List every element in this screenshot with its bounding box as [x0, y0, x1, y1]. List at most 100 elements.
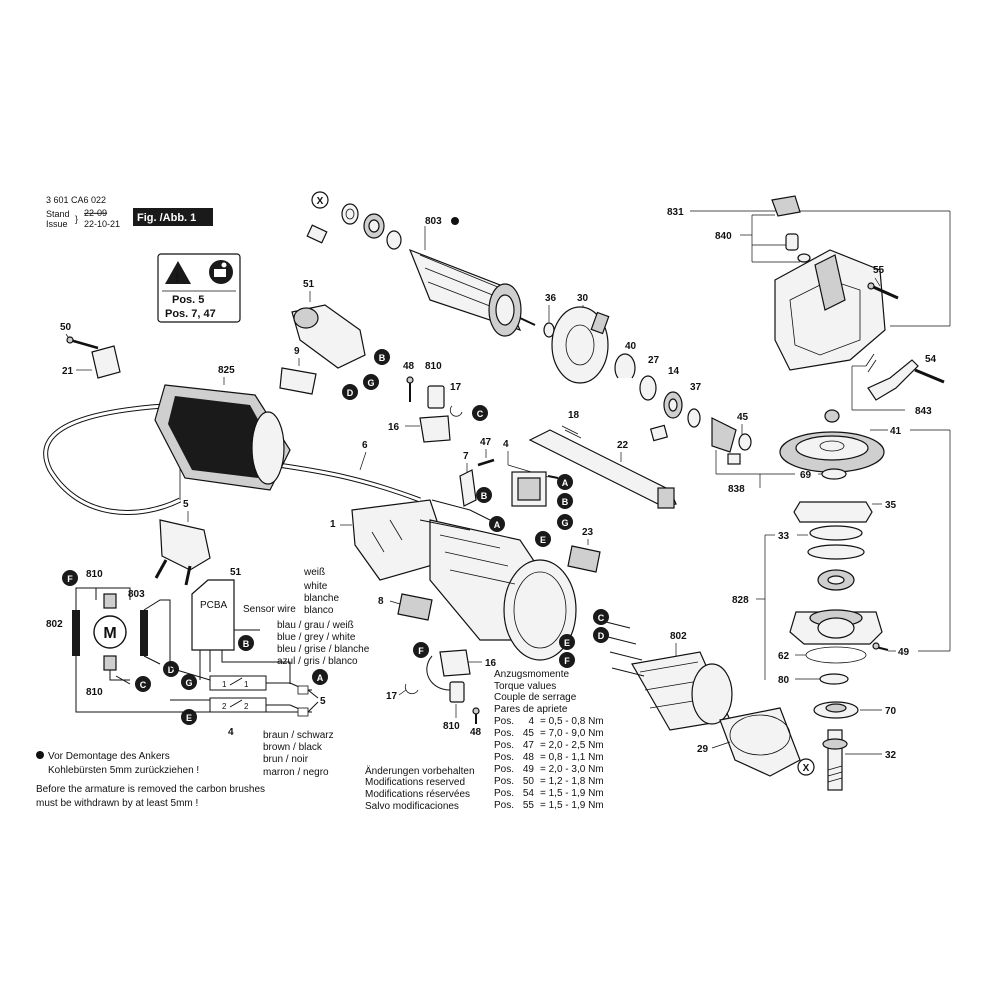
- schem-803: 803: [128, 589, 145, 600]
- switch-parts: 51 9 48 810 17 16 18 22 47 7 4 23: [279, 279, 677, 573]
- color-blue-de: blau / grau / weiß: [277, 620, 354, 631]
- svg-text:47: 47: [523, 740, 535, 751]
- svg-text:Pos.: Pos.: [494, 716, 514, 727]
- svg-text:Pos.: Pos.: [494, 740, 514, 751]
- warning-line-2: Pos. 7, 47: [165, 308, 216, 320]
- torque-row: Pos. 47 = 2,0 - 2,5 Nm: [494, 740, 604, 751]
- svg-text:49: 49: [523, 764, 535, 775]
- label-16-top: 16: [388, 422, 400, 433]
- sensor-plate: [279, 367, 317, 395]
- svg-text:2: 2: [244, 702, 249, 711]
- svg-text:Pos.: Pos.: [494, 728, 514, 739]
- notes-block: Vor Demontage des Ankers Kohlebürsten 5m…: [36, 751, 475, 812]
- torque-row: Pos. 50 = 1,2 - 1,8 Nm: [494, 776, 604, 787]
- svg-text:E: E: [564, 638, 570, 648]
- label-23: 23: [582, 527, 594, 538]
- torque-row: Pos. 54 = 1,5 - 1,9 Nm: [494, 788, 604, 799]
- sensor-wire-label: Sensor wire: [243, 604, 296, 615]
- svg-text:B: B: [243, 639, 250, 649]
- torque-row: Pos. 4 = 0,5 - 0,8 Nm: [494, 716, 604, 727]
- note-en-1: Before the armature is removed the carbo…: [36, 784, 265, 795]
- stand-date: 22-09: [84, 208, 107, 218]
- svg-text:F: F: [564, 656, 570, 666]
- svg-text:= 2,0 - 2,5 Nm: = 2,0 - 2,5 Nm: [540, 740, 604, 751]
- armature-assembly: X 803: [306, 191, 536, 337]
- svg-text:D: D: [168, 665, 175, 675]
- motor-symbol: [93, 615, 127, 649]
- label-80: 80: [778, 675, 790, 686]
- color-brown-fr: brun / noir: [263, 754, 309, 765]
- label-4: 4: [503, 439, 509, 450]
- svg-text:Pos.: Pos.: [494, 776, 514, 787]
- label-36: 36: [545, 293, 557, 304]
- ring-2: [386, 230, 402, 250]
- svg-text:48: 48: [523, 752, 535, 763]
- svg-text:= 1,5 - 1,9 Nm: = 1,5 - 1,9 Nm: [540, 788, 604, 799]
- svg-text:B: B: [379, 353, 386, 363]
- label-37: 37: [690, 382, 702, 393]
- svg-text:E: E: [186, 713, 192, 723]
- color-white-fr: blanche: [304, 593, 339, 604]
- svg-text:D: D: [347, 388, 354, 398]
- note-de-2: Kohlebürsten 5mm zurückziehen !: [48, 765, 199, 776]
- label-plate: [397, 593, 433, 621]
- marker-x: [311, 191, 329, 209]
- torque-table: Anzugsmomente Torque values Couple de se…: [494, 669, 604, 811]
- gear-set: 45 69 838 35: [711, 409, 897, 523]
- label-40: 40: [625, 341, 637, 352]
- field-coil-right: [140, 610, 148, 656]
- part-number: 3 601 CA6 022: [46, 195, 106, 205]
- color-white-de: weiß: [303, 567, 325, 578]
- label-9: 9: [294, 346, 300, 357]
- label-16-bottom: 16: [485, 658, 497, 669]
- torque-row: Pos. 55 = 1,5 - 1,9 Nm: [494, 800, 604, 811]
- svg-text:A: A: [317, 673, 324, 683]
- svg-text:G: G: [185, 678, 192, 688]
- pcba-box: [191, 579, 235, 651]
- label-27: 27: [648, 355, 660, 366]
- schem-51: 51: [230, 567, 242, 578]
- svg-text:Pos.: Pos.: [494, 764, 514, 775]
- marker-x-2-label: X: [803, 763, 810, 774]
- svg-text:C: C: [598, 613, 605, 623]
- label-62: 62: [778, 651, 790, 662]
- svg-text:= 0,8 - 1,1 Nm: = 0,8 - 1,1 Nm: [540, 752, 604, 763]
- brush-holder-2: [439, 649, 471, 677]
- svg-text:Pos.: Pos.: [494, 800, 514, 811]
- torque-title-es: Pares de apriete: [494, 704, 568, 715]
- switch-lock: [567, 545, 601, 573]
- torque-title-en: Torque values: [494, 681, 556, 692]
- protection-guard: [719, 707, 801, 777]
- label-29: 29: [697, 744, 709, 755]
- svg-text:= 7,0 - 9,0 Nm: = 7,0 - 9,0 Nm: [540, 728, 604, 739]
- switch-rod: [528, 429, 677, 507]
- label-825: 825: [218, 365, 235, 376]
- bearing-flange-stack: 33 828 49 62 80 70 32: [732, 430, 951, 791]
- label-32: 32: [885, 750, 897, 761]
- lower-brush-parts: 16 17 810 48: [386, 649, 497, 738]
- schem-810-top: 810: [86, 569, 103, 580]
- label-17-top: 17: [450, 382, 462, 393]
- label-803: 803: [425, 216, 442, 227]
- label-840: 840: [715, 231, 732, 242]
- cable-sleeve: 825 50 21: [60, 322, 291, 491]
- schem-810-bottom: 810: [86, 687, 103, 698]
- changes-de: Änderungen vorbehalten: [365, 765, 475, 777]
- schem-5: 5: [320, 696, 326, 707]
- label-49: 49: [898, 647, 910, 658]
- marker-x-label: X: [317, 196, 324, 207]
- color-white-en: white: [303, 581, 328, 592]
- figure-label-box: [133, 208, 213, 226]
- carbon-brush-2: [449, 681, 465, 703]
- changes-es: Salvo modificaciones: [365, 801, 459, 812]
- color-blue-fr: bleu / grise / blanche: [277, 644, 370, 655]
- wiring-schematic: 810 803 802 810 F C D G E B A M PCBA 51 …: [46, 567, 370, 778]
- torque-row: Pos. 49 = 2,0 - 3,0 Nm: [494, 764, 604, 775]
- color-blue-es: azul / gris / blanco: [277, 656, 358, 667]
- svg-text:G: G: [561, 518, 568, 528]
- torque-row: Pos. 48 = 0,8 - 1,1 Nm: [494, 752, 604, 763]
- motor-housing: 1 8: [330, 499, 577, 661]
- svg-text:F: F: [418, 646, 424, 656]
- label-5-top: 5: [183, 499, 189, 510]
